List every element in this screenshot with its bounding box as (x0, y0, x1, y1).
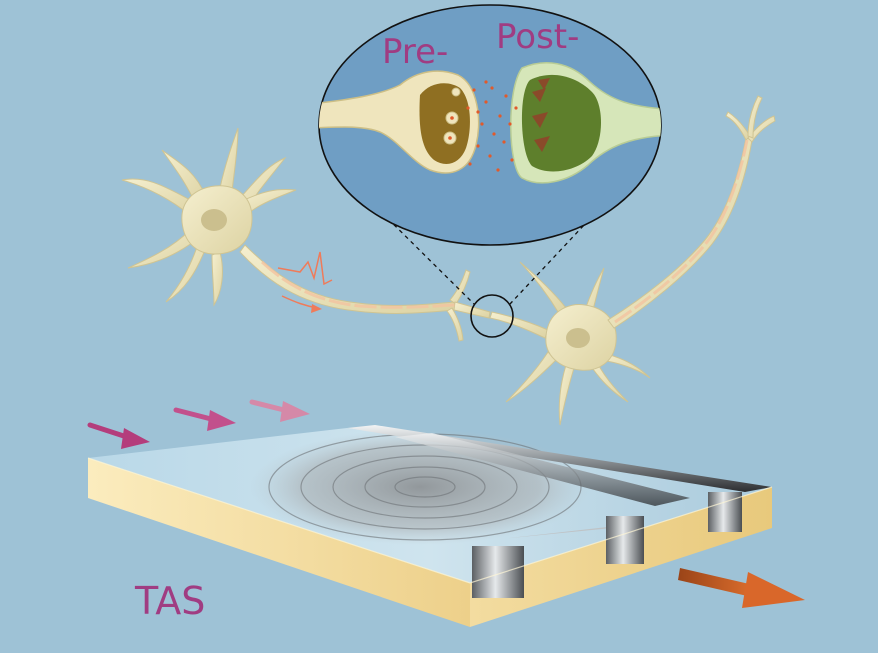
synapse-zoom: Pre- Post- (318, 4, 662, 246)
postsynaptic-terminal (510, 61, 661, 184)
output-arrow-icon (678, 568, 805, 608)
myelin-sheath-post (614, 139, 749, 324)
synapse-zoom-circle (470, 294, 514, 338)
pre-label: Pre- (382, 32, 448, 72)
input-arrow-icon (87, 422, 150, 449)
post-label: Post- (496, 17, 579, 57)
presynaptic-neuron (121, 127, 491, 342)
postsynaptic-neuron (489, 95, 776, 426)
electrode-strip-3 (395, 433, 690, 506)
electrode-pillar-left (472, 546, 524, 598)
input-arrow-icon (249, 399, 310, 422)
presynaptic-terminal (319, 70, 480, 174)
input-arrow-icon (173, 407, 236, 431)
action-potential-icon (277, 251, 333, 286)
electrode-pillar-middle (606, 516, 644, 564)
signal-arrowhead-icon (311, 304, 322, 313)
input-arrows (87, 399, 310, 449)
neurotransmitters (466, 80, 518, 172)
tas-label: TAS (134, 579, 205, 623)
myelin-sheath-pre (260, 260, 456, 309)
zoom-line-right (509, 207, 601, 305)
tas-device: TAS (87, 425, 773, 627)
